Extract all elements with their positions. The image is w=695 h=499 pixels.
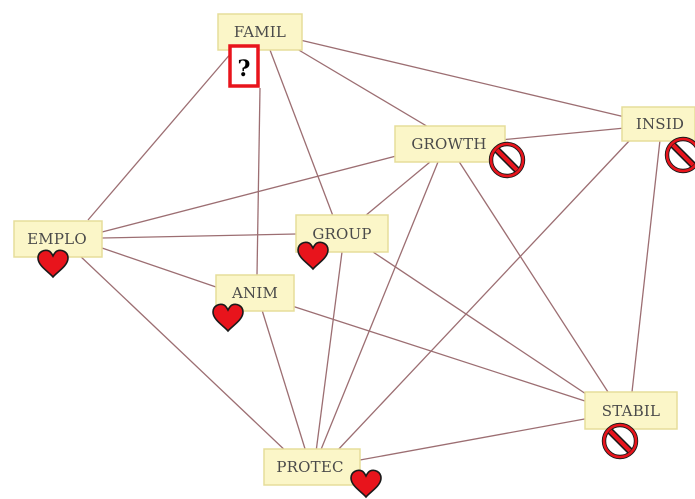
prohibited-icon (601, 422, 639, 460)
edge-famil-insid (299, 39, 626, 118)
edge-emplo-group (101, 233, 297, 239)
edge-growth-stabil (457, 159, 609, 393)
edge-growth-emplo (101, 154, 401, 233)
heart-icon (212, 303, 244, 333)
edges (77, 39, 661, 461)
node-anim-label: ANIM (231, 284, 278, 302)
edge-famil-growth (291, 45, 431, 129)
edge-insid-protec (335, 139, 631, 453)
node-anim[interactable]: ANIM (215, 274, 295, 312)
node-emplo-label: EMPLO (27, 230, 87, 248)
question-mark-marker: ? (228, 44, 260, 88)
edge-anim-stabil (291, 305, 589, 403)
node-protec[interactable]: PROTEC (263, 448, 361, 486)
edge-famil-emplo (87, 51, 233, 221)
edge-group-protec (315, 251, 343, 453)
node-group-label: GROUP (312, 225, 371, 243)
node-protec-label: PROTEC (276, 458, 343, 476)
prohibited-icon (488, 141, 526, 179)
edge-protec-stabil (359, 417, 591, 461)
heart-icon (350, 469, 382, 499)
edge-insid-stabil (631, 139, 661, 393)
node-insid[interactable]: INSID (621, 106, 695, 142)
node-stabil-label: STABIL (602, 402, 660, 420)
edge-growth-group (364, 161, 431, 217)
edge-anim-protec (261, 309, 307, 453)
edge-group-stabil (369, 249, 593, 399)
edge-emplo-protec (77, 253, 291, 456)
node-growth-label: GROWTH (411, 135, 486, 153)
node-insid-label: INSID (636, 115, 684, 133)
node-stabil[interactable]: STABIL (584, 391, 678, 430)
prohibited-icon (664, 136, 695, 174)
node-growth[interactable]: GROWTH (394, 125, 506, 163)
heart-icon (297, 241, 329, 271)
heart-icon (37, 249, 69, 279)
question-mark-text: ? (238, 56, 251, 82)
edge-famil-group (269, 49, 334, 217)
node-emplo[interactable]: EMPLO (13, 220, 103, 258)
node-famil[interactable]: FAMIL (217, 13, 303, 51)
node-famil-label: FAMIL (234, 23, 286, 41)
edge-famil-anim (256, 87, 261, 276)
edge-emplo-anim (101, 247, 217, 288)
edge-growth-insid (499, 127, 626, 141)
edge-growth-protec (319, 161, 439, 453)
